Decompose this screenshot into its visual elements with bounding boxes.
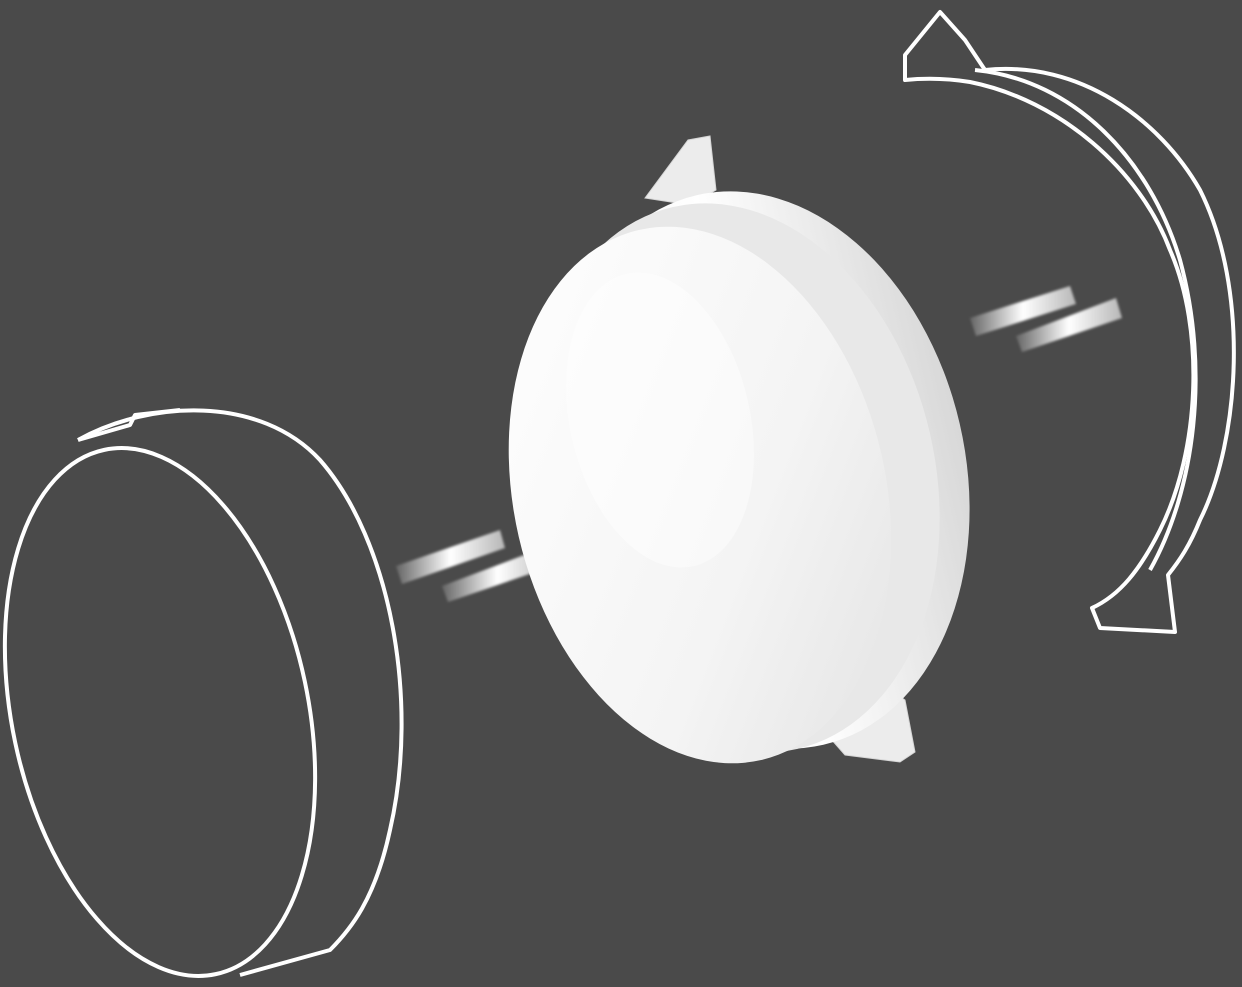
motion-lines-icon (970, 286, 1122, 352)
front-cover-outline (0, 410, 402, 987)
center-housing (458, 136, 1024, 802)
